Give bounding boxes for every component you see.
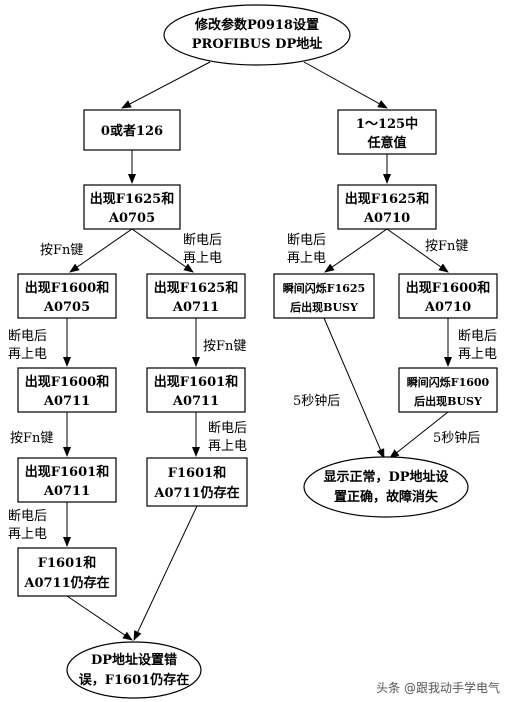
svg-text:1～125中: 1～125中: [356, 116, 418, 132]
right-appear-node: 出现F1625和 A0710: [337, 184, 437, 230]
label-b-power-cycle-1: 断电后: [208, 421, 247, 436]
svg-text:出现F1601和: 出现F1601和: [25, 464, 109, 480]
right-end-node: 显示正常，DP地址设 置正确，故障消失: [303, 456, 469, 518]
label-after-5s-right: 5秒钟后: [433, 430, 480, 446]
b-still-node: F1601和 A0711仍存在: [146, 457, 248, 507]
edge-right-split-a: [324, 228, 388, 273]
svg-text:出现F1625和: 出现F1625和: [154, 280, 238, 296]
a-f1600-a0705-node: 出现F1600和 A0705: [17, 273, 117, 319]
svg-text:误，F1601仍存在: 误，F1601仍存在: [79, 672, 189, 688]
label-a-power-cycle-1: 断电后: [8, 329, 47, 344]
svg-text:A0710: A0710: [424, 300, 471, 315]
svg-text:A0711: A0711: [43, 394, 90, 409]
start-line2: PROFIBUS DP地址: [192, 36, 323, 52]
b-f1625-a0711-node: 出现F1625和 A0711: [146, 273, 246, 319]
b-f1601-a0711-node: 出现F1601和 A0711: [146, 367, 246, 413]
start-node: 修改参数P0918设置 PROFIBUS DP地址: [163, 4, 351, 66]
a-still-node: F1601和 A0711仍存在: [17, 547, 117, 597]
label-power-cycle-1a: 断电后: [183, 233, 222, 248]
left-end-node: DP地址设置错 误，F1601仍存在: [66, 641, 202, 699]
svg-text:出现F1600和: 出现F1600和: [25, 280, 109, 296]
label-right-power-cycle-2: 再上电: [287, 251, 326, 266]
edge-flash-f1625-end: [323, 317, 385, 459]
flash-f1600-node: 瞬间闪烁F1600 后出现BUSY: [398, 367, 498, 413]
svg-text:置正确，故障消失: 置正确，故障消失: [334, 489, 439, 505]
f1600-a0710-node: 出现F1600和 A0710: [398, 273, 498, 319]
svg-text:出现F1601和: 出现F1601和: [154, 374, 238, 390]
label-after-5s-left: 5秒钟后: [293, 393, 340, 409]
start-line1: 修改参数P0918设置: [194, 17, 319, 33]
svg-text:A0711仍存在: A0711仍存在: [23, 575, 109, 591]
svg-text:A0710: A0710: [363, 211, 410, 226]
watermark-text: 头条 @跟我动手学电气: [376, 681, 500, 695]
label-a-power-cycle-2: 再上电: [8, 347, 47, 362]
svg-text:DP地址设置错: DP地址设置错: [91, 652, 177, 668]
svg-text:出现F1625和: 出现F1625和: [345, 191, 429, 207]
label-b-power-cycle-2: 再上电: [208, 439, 247, 454]
label-right-power-cycle-3: 断电后: [458, 329, 497, 344]
svg-text:A0705: A0705: [108, 211, 155, 226]
svg-text:瞬间闪烁F1600: 瞬间闪烁F1600: [407, 375, 490, 389]
a-f1601-a0711-node: 出现F1601和 A0711: [17, 457, 117, 503]
svg-text:出现F1600和: 出现F1600和: [406, 280, 490, 296]
label-a-power-cycle-4: 再上电: [8, 527, 47, 542]
svg-text:A0711: A0711: [172, 394, 219, 409]
label-a-power-cycle-3: 断电后: [8, 509, 47, 524]
svg-text:后出现BUSY: 后出现BUSY: [290, 300, 358, 314]
edge-right-split-b: [386, 228, 449, 273]
branch-left-label: 0或者126: [101, 123, 163, 139]
svg-text:A0711: A0711: [172, 300, 219, 315]
svg-text:出现F1600和: 出现F1600和: [25, 374, 109, 390]
label-right-power-cycle-4: 再上电: [458, 347, 497, 362]
label-b-press-fn: 按Fn键: [203, 339, 246, 354]
svg-text:A0711: A0711: [43, 484, 90, 499]
svg-text:任意值: 任意值: [366, 135, 406, 151]
label-a-press-fn: 按Fn键: [10, 431, 53, 446]
svg-text:显示正常，DP地址设: 显示正常，DP地址设: [323, 469, 449, 485]
flash-f1625-node: 瞬间闪烁F1625 后出现BUSY: [273, 273, 375, 319]
edge-start-left: [121, 61, 211, 109]
edge-left-split-b: [131, 228, 194, 273]
branch-right-node: 1～125中 任意值: [337, 109, 437, 155]
svg-text:F1601和: F1601和: [168, 465, 226, 481]
label-press-fn-1: 按Fn键: [40, 243, 83, 258]
svg-text:出现F1625和: 出现F1625和: [90, 191, 174, 207]
svg-text:瞬间闪烁F1625: 瞬间闪烁F1625: [283, 281, 365, 295]
edge-a-end: [66, 595, 133, 641]
edge-b-end: [133, 505, 198, 641]
svg-text:A0711仍存在: A0711仍存在: [153, 485, 239, 501]
left-appear-node: 出现F1625和 A0705: [83, 184, 181, 230]
label-right-press-fn: 按Fn键: [425, 239, 468, 254]
a-f1600-a0711-node: 出现F1600和 A0711: [17, 367, 117, 413]
svg-text:A0705: A0705: [43, 300, 90, 315]
edge-flash-f1600-end: [389, 411, 449, 459]
branch-left-node: 0或者126: [83, 109, 181, 151]
label-power-cycle-1b: 再上电: [183, 251, 222, 266]
svg-text:后出现BUSY: 后出现BUSY: [414, 394, 482, 408]
edge-start-right: [303, 61, 388, 109]
edge-left-split-a: [69, 228, 133, 273]
label-right-power-cycle-1: 断电后: [287, 233, 326, 248]
svg-text:F1601和: F1601和: [38, 555, 96, 571]
